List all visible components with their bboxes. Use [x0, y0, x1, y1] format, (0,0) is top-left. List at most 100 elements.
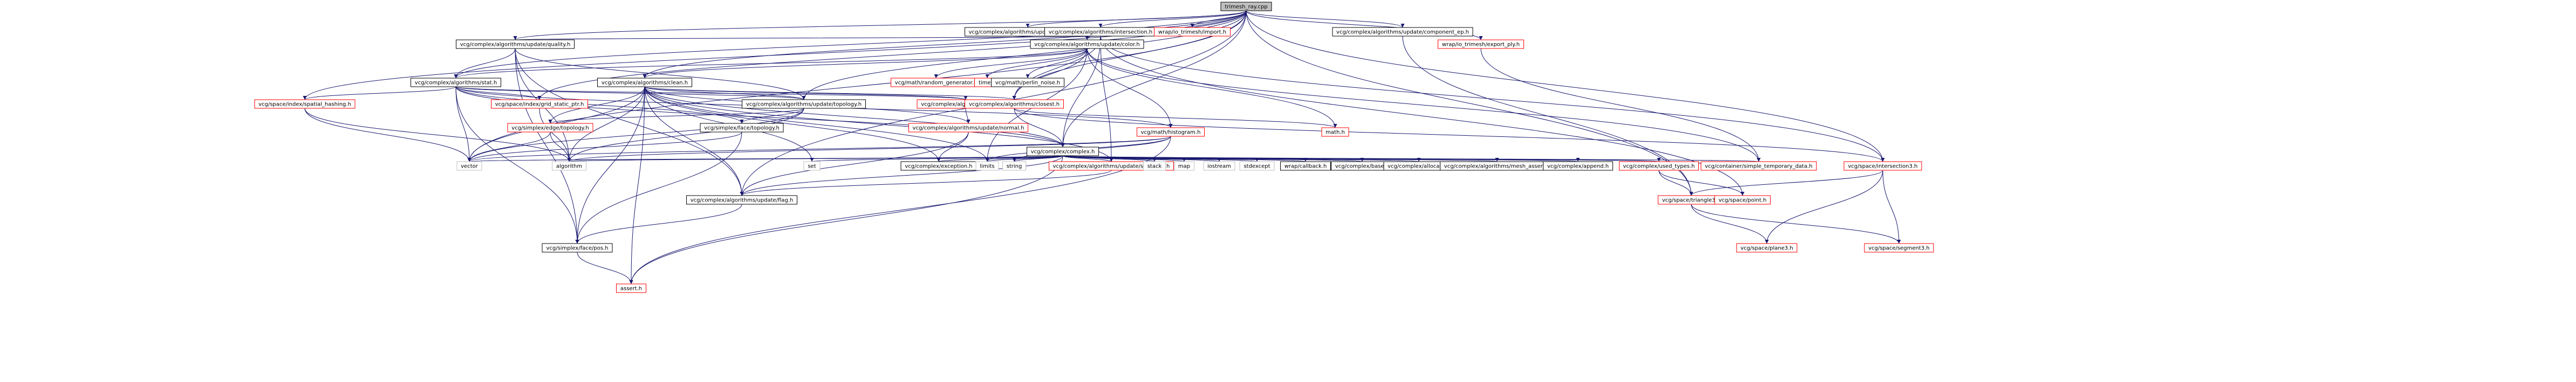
- node-intersection3[interactable]: vcg/space/intersection3.h: [1843, 161, 1922, 171]
- edge-complex-to-flag: [740, 155, 1063, 196]
- edge-usedtypes-to-point: [1658, 170, 1745, 196]
- node-exception[interactable]: vcg/complex/exception.h: [900, 161, 977, 171]
- node-label: map: [1178, 164, 1190, 170]
- node-stat[interactable]: vcg/complex/algorithms/stat.h: [411, 78, 501, 87]
- node-string[interactable]: string: [1002, 161, 1026, 171]
- node-normal[interactable]: vcg/complex/algorithms/update/normal.h: [908, 123, 1028, 133]
- edge-intersection-to-selection: [1100, 36, 1113, 162]
- node-perlin[interactable]: vcg/math/perlin_noise.h: [991, 78, 1064, 87]
- node-point[interactable]: vcg/space/point.h: [1714, 195, 1771, 205]
- node-label: vcg/space/point.h: [1719, 198, 1767, 204]
- node-vector[interactable]: vector: [456, 161, 482, 171]
- edge-edgetopo-to-algorithm: [550, 131, 571, 162]
- node-callback[interactable]: wrap/callback.h: [1280, 161, 1331, 171]
- node-facetopo[interactable]: vcg/simplex/face/topology.h: [700, 123, 784, 133]
- node-box: [616, 283, 646, 293]
- edge-stat-to-vector: [455, 86, 472, 162]
- node-label: vcg/math/perlin_noise.h: [995, 80, 1060, 86]
- edge-closest-to-intersection3: [1014, 108, 1885, 162]
- node-stdexcept[interactable]: stdexcept: [1239, 161, 1275, 171]
- node-label: vcg/math/random_generator.h: [895, 80, 977, 86]
- edge-clean-to-algorithm: [567, 86, 645, 162]
- node-assert[interactable]: assert.h: [616, 283, 646, 293]
- node-segment3[interactable]: vcg/space/segment3.h: [1864, 243, 1934, 253]
- edge-clean-to-limits: [644, 86, 989, 162]
- node-box: [1843, 161, 1922, 171]
- edge-complex-to-vector: [468, 155, 1063, 162]
- node-selection[interactable]: vcg/complex/algorithms/update/selection.…: [1049, 161, 1174, 171]
- edge-color-to-histogram: [1087, 48, 1173, 128]
- edge-histogram-to-algorithm: [567, 136, 1171, 162]
- node-histogram[interactable]: vcg/math/histogram.h: [1137, 127, 1205, 137]
- node-label: vcg/complex/used_types.h: [1623, 164, 1695, 170]
- node-label: vcg/space/segment3.h: [1868, 246, 1930, 252]
- node-label: vcg/space/plane3.h: [1740, 246, 1793, 252]
- edge-triangle3-to-segment3: [1691, 204, 1901, 244]
- edge-intersection-to-quality: [514, 36, 1101, 40]
- edge-root-to-intersection: [1098, 10, 1247, 28]
- edge-color-to-closest: [1012, 48, 1088, 100]
- node-simpletemp[interactable]: vcg/container/simple_temporary_data.h: [1700, 161, 1817, 171]
- node-label: vcg/complex/base.h: [1335, 164, 1389, 170]
- edge-clean-to-pos: [575, 86, 645, 244]
- node-meshassert[interactable]: vcg/complex/algorithms/mesh_assert.h: [1440, 161, 1554, 171]
- edge-stat-to-pos: [455, 86, 579, 244]
- node-updtopo[interactable]: vcg/complex/algorithms/update/topology.h: [742, 99, 866, 109]
- node-label: assert.h: [620, 286, 642, 292]
- node-intersection[interactable]: vcg/complex/algorithms/intersection.h: [1044, 27, 1157, 37]
- node-box: [1619, 161, 1699, 171]
- node-exportply[interactable]: wrap/io_trimesh/export_ply.h: [1438, 39, 1524, 49]
- edge-updtopo-to-algorithm: [567, 108, 804, 162]
- node-color[interactable]: vcg/complex/algorithms/update/color.h: [1030, 39, 1144, 49]
- node-label: vcg/complex/algorithms/update/component_…: [1336, 30, 1469, 36]
- node-label: string: [1007, 164, 1022, 170]
- node-compptr[interactable]: vcg/complex/algorithms/update/component_…: [1332, 27, 1473, 37]
- node-math[interactable]: math.h: [1321, 127, 1349, 137]
- node-quality[interactable]: vcg/complex/algorithms/update/quality.h: [456, 39, 575, 49]
- edge-quality-to-updtopo: [515, 48, 806, 100]
- node-label: vcg/simplex/face/topology.h: [704, 126, 780, 131]
- edge-quality-to-stat: [454, 48, 516, 79]
- node-box: [1321, 127, 1349, 137]
- node-randgen[interactable]: vcg/math/random_generator.h: [891, 78, 981, 87]
- node-box: [542, 243, 613, 253]
- node-clean[interactable]: vcg/complex/algorithms/clean.h: [597, 78, 692, 87]
- node-label: wrap/callback.h: [1284, 164, 1327, 170]
- edge-usedtypes-to-triangle3: [1658, 170, 1693, 196]
- node-label: math.h: [1325, 130, 1345, 136]
- node-algorithm[interactable]: algorithm: [552, 161, 586, 171]
- node-box: [1332, 27, 1473, 37]
- node-iostream[interactable]: iostream: [1203, 161, 1235, 171]
- node-edgetopo[interactable]: vcg/simplex/edge/topology.h: [507, 123, 593, 133]
- node-map[interactable]: map: [1174, 161, 1194, 171]
- edge-pos-to-assert: [577, 252, 633, 284]
- node-root[interactable]: trimesh_ray.cpp: [1220, 2, 1272, 11]
- edge-compptr-to-triangle3: [1402, 36, 1693, 196]
- node-label: vcg/complex/algorithms/clean.h: [602, 80, 688, 86]
- node-sphash[interactable]: vcg/space/index/spatial_hashing.h: [254, 99, 356, 109]
- node-closest[interactable]: vcg/complex/algorithms/closest.h: [965, 99, 1064, 109]
- node-label: limits: [980, 164, 994, 170]
- node-flag[interactable]: vcg/complex/algorithms/update/flag.h: [686, 195, 797, 205]
- node-label: vcg/complex/exception.h: [905, 164, 972, 170]
- node-label: vcg/complex/algorithms/intersection.h: [1049, 30, 1153, 36]
- node-label: time.h: [979, 80, 996, 86]
- node-stack[interactable]: stack: [1143, 161, 1166, 171]
- node-set[interactable]: set: [803, 161, 821, 171]
- node-limits[interactable]: limits: [975, 161, 999, 171]
- node-complex[interactable]: vcg/complex/complex.h: [1027, 147, 1099, 156]
- node-label: vcg/complex/allocate.h: [1388, 164, 1450, 170]
- node-plane3[interactable]: vcg/space/plane3.h: [1736, 243, 1798, 253]
- node-append[interactable]: vcg/complex/append.h: [1543, 161, 1613, 171]
- node-box: [254, 99, 356, 109]
- nodes-layer: trimesh_ray.cpp vcg/complex/algorithms/up…: [254, 2, 1934, 293]
- node-pos[interactable]: vcg/simplex/face/pos.h: [542, 243, 613, 253]
- node-gridstatic[interactable]: vcg/space/index/grid_static_ptr.h: [491, 99, 588, 109]
- edge-color-to-math: [1087, 48, 1337, 128]
- edge-quality-to-pos: [515, 48, 579, 244]
- node-imp[interactable]: wrap/io_trimesh/import.h: [1154, 27, 1231, 37]
- edge-complex-to-selection: [1062, 155, 1113, 162]
- node-label: algorithm: [556, 164, 582, 170]
- node-usedtypes[interactable]: vcg/complex/used_types.h: [1619, 161, 1699, 171]
- edge-clean-to-inertia: [644, 86, 968, 100]
